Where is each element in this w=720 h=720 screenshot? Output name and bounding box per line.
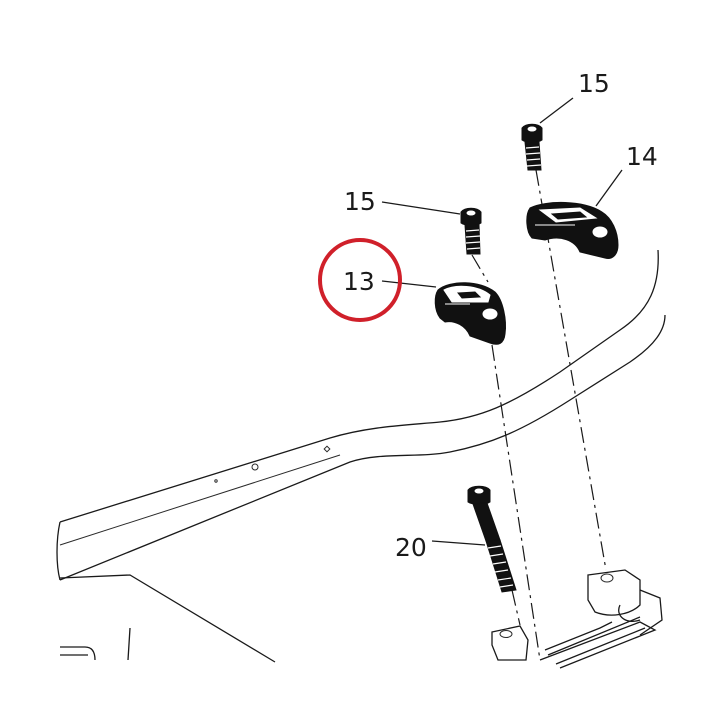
leader-15-mid [381,201,461,215]
leader-20 [431,540,486,546]
right-riser-hole [600,573,614,583]
callout-15-top: 15 [578,69,610,98]
part-15-top-bolt [521,123,543,171]
bar-marking-pin [214,479,218,483]
part-20-long-bolt [467,485,517,593]
part-15-mid-bolt [460,207,482,255]
part-14-right-clamp [526,201,619,259]
part-13-left-clamp [434,282,506,345]
callout-13: 13 [343,267,375,296]
callout-20: 20 [395,533,427,562]
bar-marking-dot [251,463,259,471]
leader-13 [381,280,437,288]
left-riser-hole [499,630,513,638]
lower-frame [59,574,276,663]
bar-marking-diamond [323,445,331,453]
leader-14 [595,169,623,207]
leader-lines [381,97,623,546]
triple-clamp [491,569,663,669]
callout-14: 14 [626,142,658,171]
callout-15-mid: 15 [344,187,376,216]
handlebar [56,249,666,581]
highlight-circle [318,238,402,322]
leader-15-top [539,97,574,124]
